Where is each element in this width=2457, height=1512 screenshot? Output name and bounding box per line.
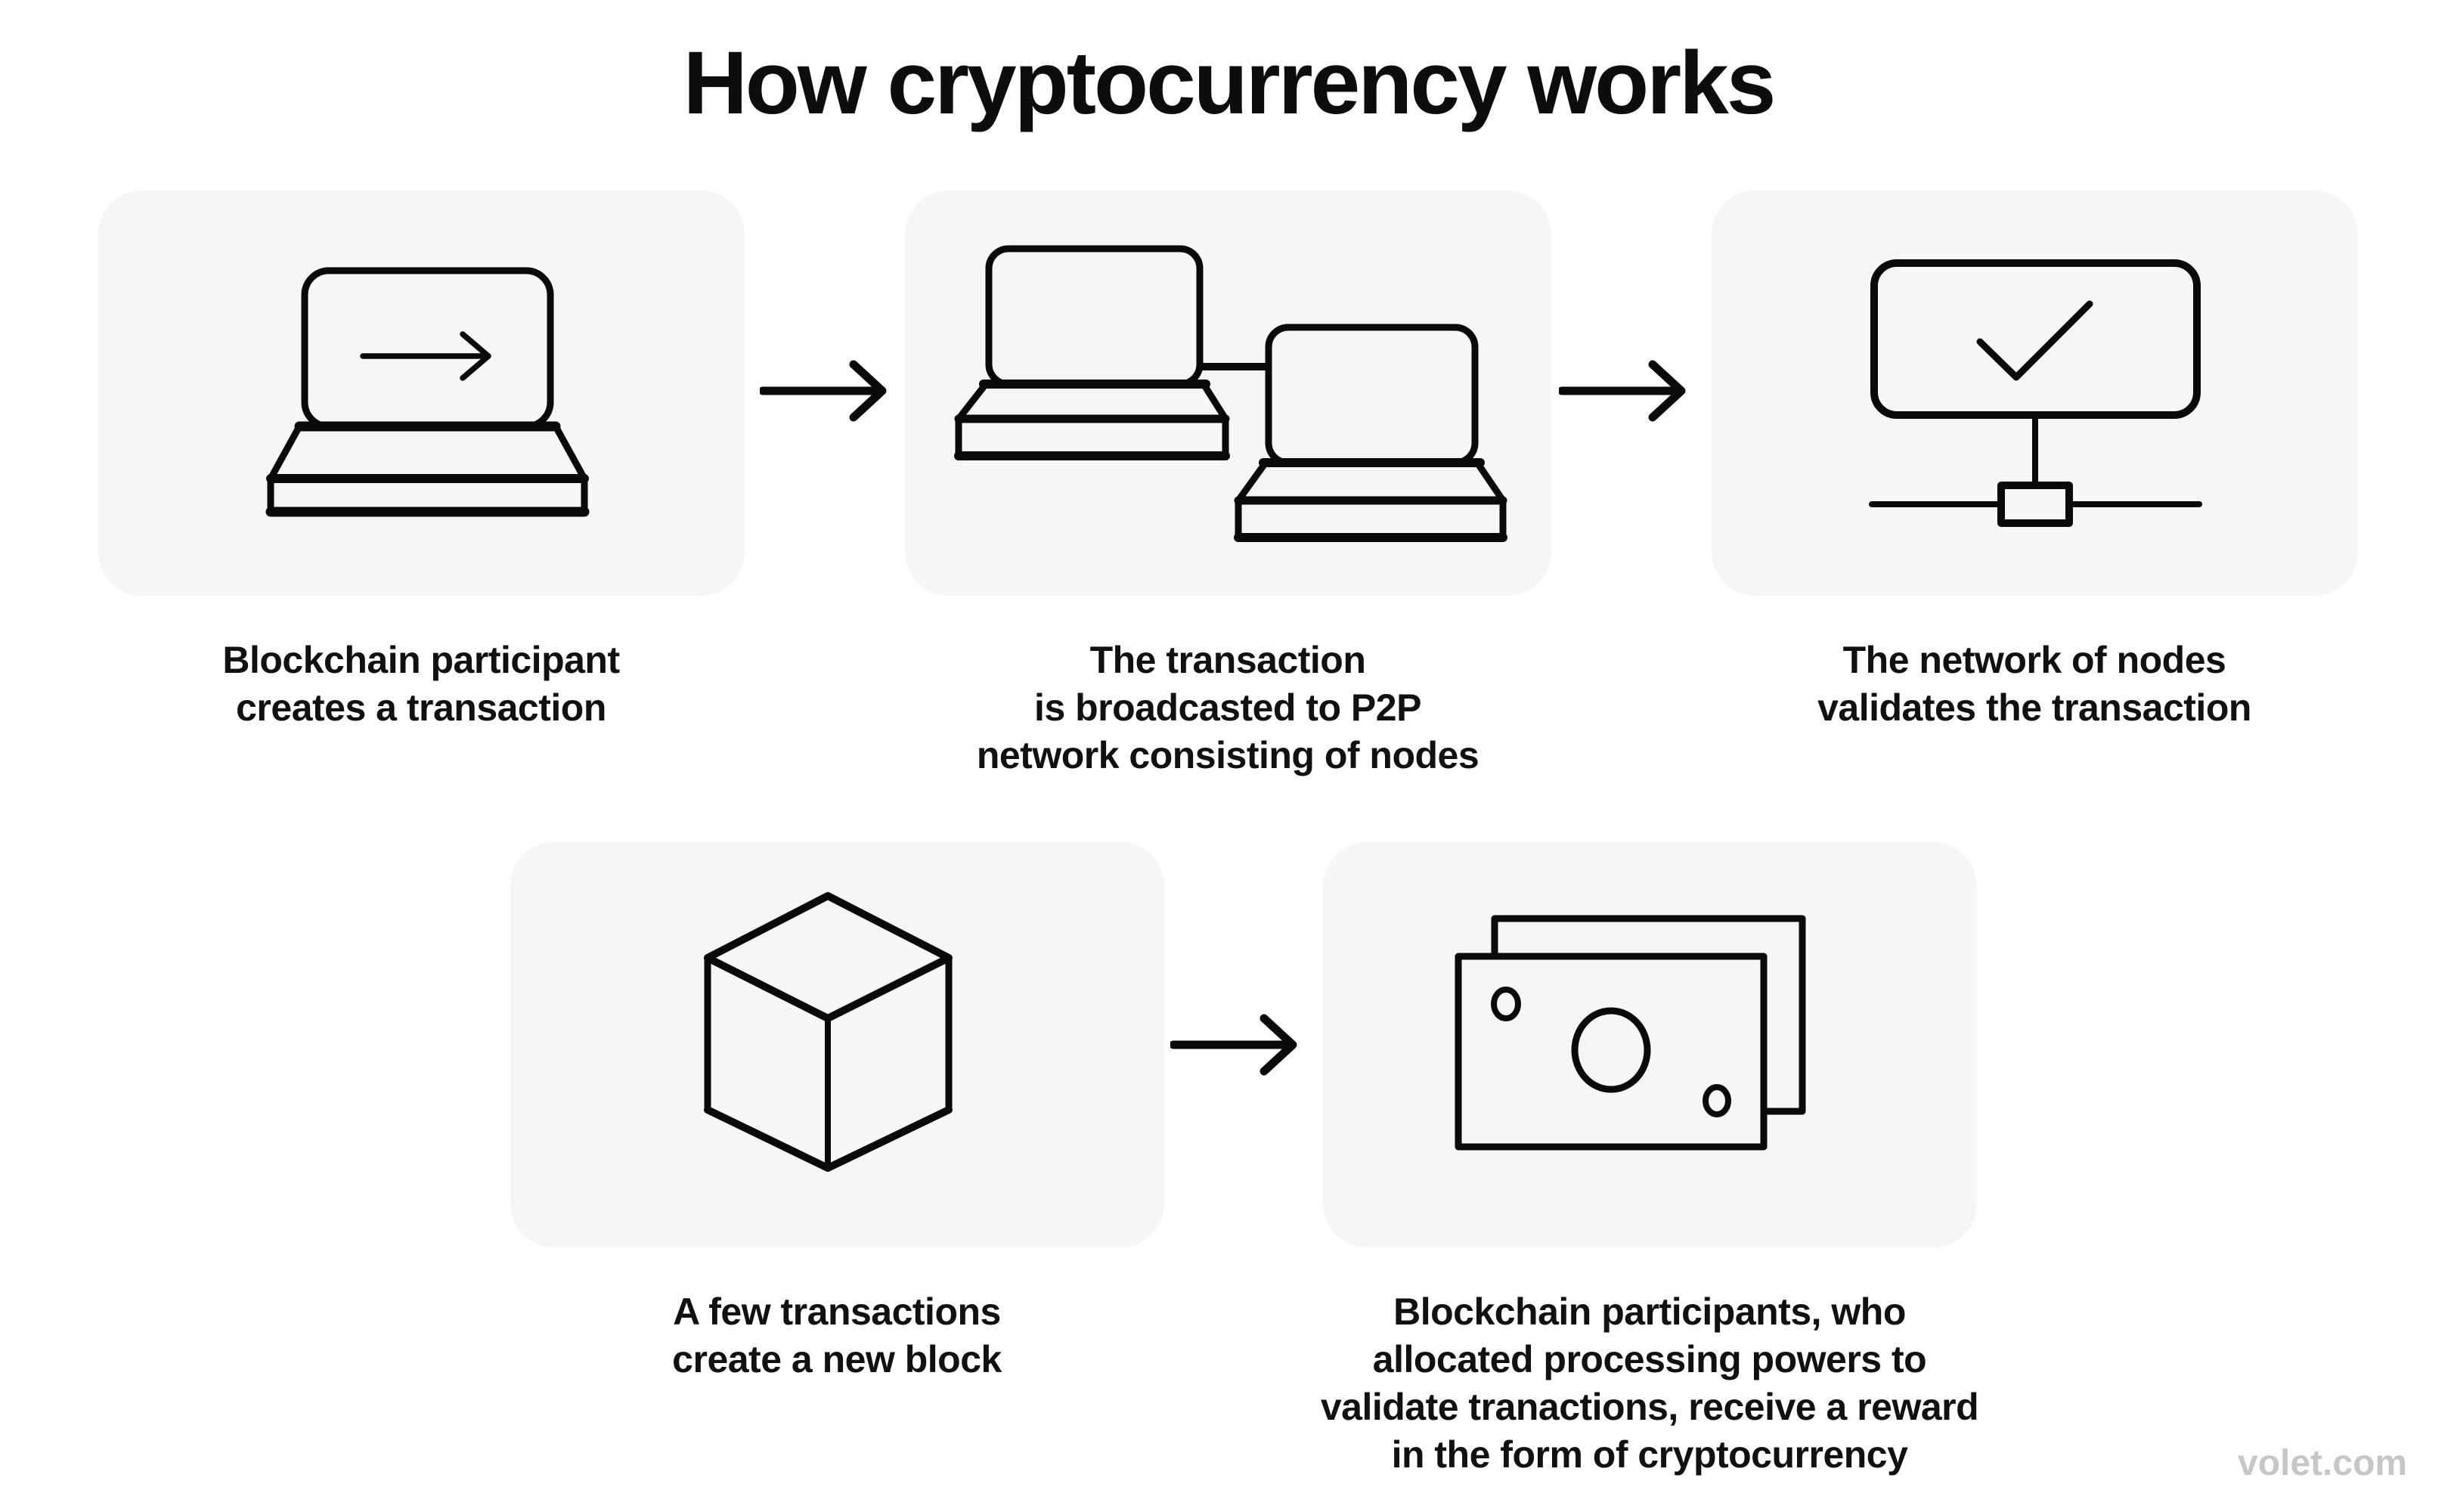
step-caption-2: The transaction is broadcasted to P2P ne…	[976, 639, 1479, 776]
block-cube-icon	[704, 892, 953, 1172]
step-card-4	[510, 842, 1164, 1247]
step-card-3	[1712, 191, 2358, 596]
monitor-checkmark-node-icon	[1869, 259, 2202, 527]
right-arrow-icon	[1559, 360, 1686, 422]
two-laptops-network-icon	[954, 245, 1507, 542]
right-arrow-icon	[1170, 1014, 1297, 1076]
laptop-arrow-icon	[265, 267, 590, 517]
step-caption-3: The network of nodes validates the trans…	[1817, 639, 2251, 729]
step-caption-5: Blockchain participants, who allocated p…	[1320, 1290, 1979, 1476]
right-arrow-icon	[760, 360, 887, 422]
step-caption-1: Blockchain participant creates a transac…	[222, 639, 620, 729]
watermark: volet.com	[2238, 1443, 2408, 1483]
banknotes-reward-icon	[1455, 915, 1806, 1151]
step-card-1	[98, 191, 745, 596]
step-card-2	[905, 191, 1551, 596]
step-card-5	[1323, 842, 1977, 1247]
step-caption-4: A few transactions create a new block	[672, 1290, 1002, 1380]
page-title: How cryptocurrency works	[683, 33, 1777, 133]
